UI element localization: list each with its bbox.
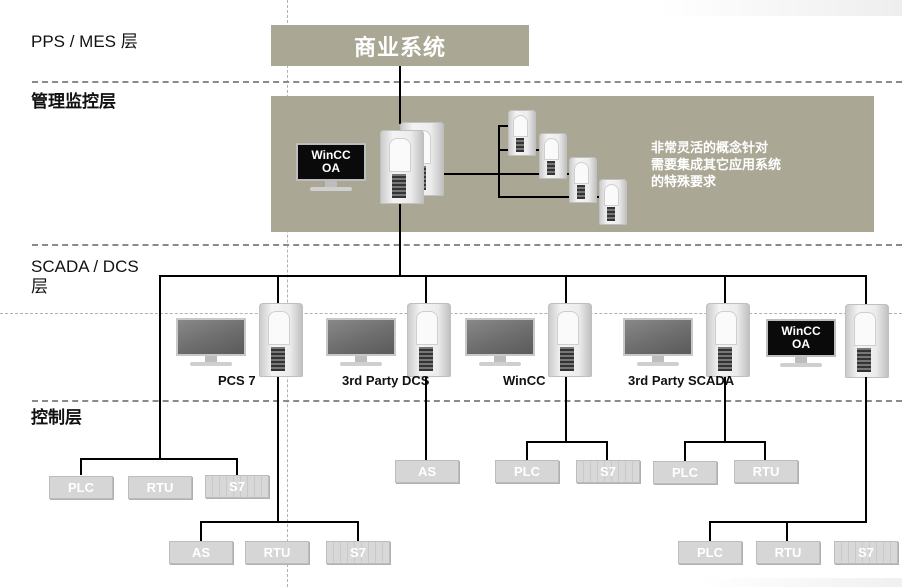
server-icon <box>539 133 567 179</box>
connector-line <box>565 275 567 305</box>
business-system-title: 商业系统 <box>353 35 446 61</box>
device-s7: S7 <box>326 541 390 564</box>
connector-line <box>724 275 726 305</box>
connector-line <box>236 458 238 475</box>
layer-divider <box>32 400 902 402</box>
system-label-3rd-party-scada: 3rd Party SCADA <box>628 373 735 388</box>
system-label-3rd-party-dcs: 3rd Party DCS <box>342 373 430 388</box>
layer-divider <box>32 81 902 83</box>
description-line: 的特殊要求 <box>651 175 717 190</box>
device-plc: PLC <box>678 541 742 564</box>
connector-line <box>498 125 510 127</box>
description-line: 非常灵活的概念针对 <box>651 141 769 156</box>
connector-line <box>709 521 867 523</box>
system-label-pcs7: PCS 7 <box>218 373 256 388</box>
connector-line <box>444 173 500 175</box>
device-plc: PLC <box>653 461 717 484</box>
business-system-box <box>271 25 529 66</box>
server-icon <box>259 303 303 377</box>
server-icon <box>599 179 627 225</box>
layer-label-control: 控制层 <box>31 408 82 427</box>
connector-line <box>565 377 567 442</box>
connector-line <box>865 275 867 305</box>
device-s7: S7 <box>205 475 269 498</box>
connector-line <box>425 275 427 305</box>
connector-line <box>159 275 161 458</box>
connector-line <box>277 275 279 305</box>
server-icon <box>548 303 592 377</box>
description-text: 非常灵活的概念针对 需要集成其它应用系统 的特殊要求 <box>651 140 781 191</box>
connector-line <box>786 521 788 541</box>
connector-line <box>684 441 766 443</box>
description-line: 需要集成其它应用系统 <box>651 158 782 173</box>
connector-line <box>764 441 766 461</box>
layer-divider <box>32 244 902 246</box>
connector-line <box>357 521 359 541</box>
connector-line <box>709 521 711 541</box>
guide-line <box>0 313 902 314</box>
connector-line <box>399 194 401 276</box>
layer-label-scada-dcs: SCADA / DCS 层 <box>31 257 139 296</box>
device-as: AS <box>395 460 459 483</box>
server-icon <box>569 157 597 203</box>
connector-line <box>865 377 867 523</box>
connector-line <box>684 441 686 461</box>
server-icon <box>706 303 750 377</box>
vertical-guide <box>287 0 288 587</box>
monitor-icon <box>176 318 246 376</box>
server-icon <box>380 130 424 204</box>
layer-label-management: 管理监控层 <box>31 92 116 111</box>
device-as: AS <box>169 541 233 564</box>
connector-line <box>425 377 427 461</box>
device-rtu: RTU <box>756 541 820 564</box>
monitor-icon <box>623 318 693 376</box>
server-icon <box>508 110 536 156</box>
device-plc: PLC <box>49 476 113 499</box>
connector-line <box>399 66 401 124</box>
server-icon <box>845 304 889 378</box>
monitor-icon <box>326 318 396 376</box>
connector-line <box>80 458 238 460</box>
connector-line <box>200 521 359 523</box>
connector-line <box>526 441 608 443</box>
monitor-icon <box>465 318 535 376</box>
device-rtu: RTU <box>734 460 798 483</box>
device-plc: PLC <box>495 460 559 483</box>
server-icon <box>407 303 451 377</box>
connector-line <box>277 377 279 522</box>
connector-line <box>724 377 726 442</box>
connector-line <box>498 173 570 175</box>
device-rtu: RTU <box>128 476 192 499</box>
system-label-wincc: WinCC <box>503 373 546 388</box>
connector-line <box>526 441 528 461</box>
connector-line <box>606 441 608 461</box>
bottom-gradient <box>700 578 902 587</box>
device-rtu: RTU <box>245 541 309 564</box>
device-s7: S7 <box>576 460 640 483</box>
top-gradient <box>660 0 902 16</box>
device-s7: S7 <box>834 541 898 564</box>
scada-bus-line <box>159 275 867 277</box>
connector-line <box>498 196 600 198</box>
connector-line <box>200 521 202 541</box>
connector-line <box>498 125 500 197</box>
layer-label-pps-mes: PPS / MES 层 <box>31 32 138 51</box>
connector-line <box>80 458 82 475</box>
